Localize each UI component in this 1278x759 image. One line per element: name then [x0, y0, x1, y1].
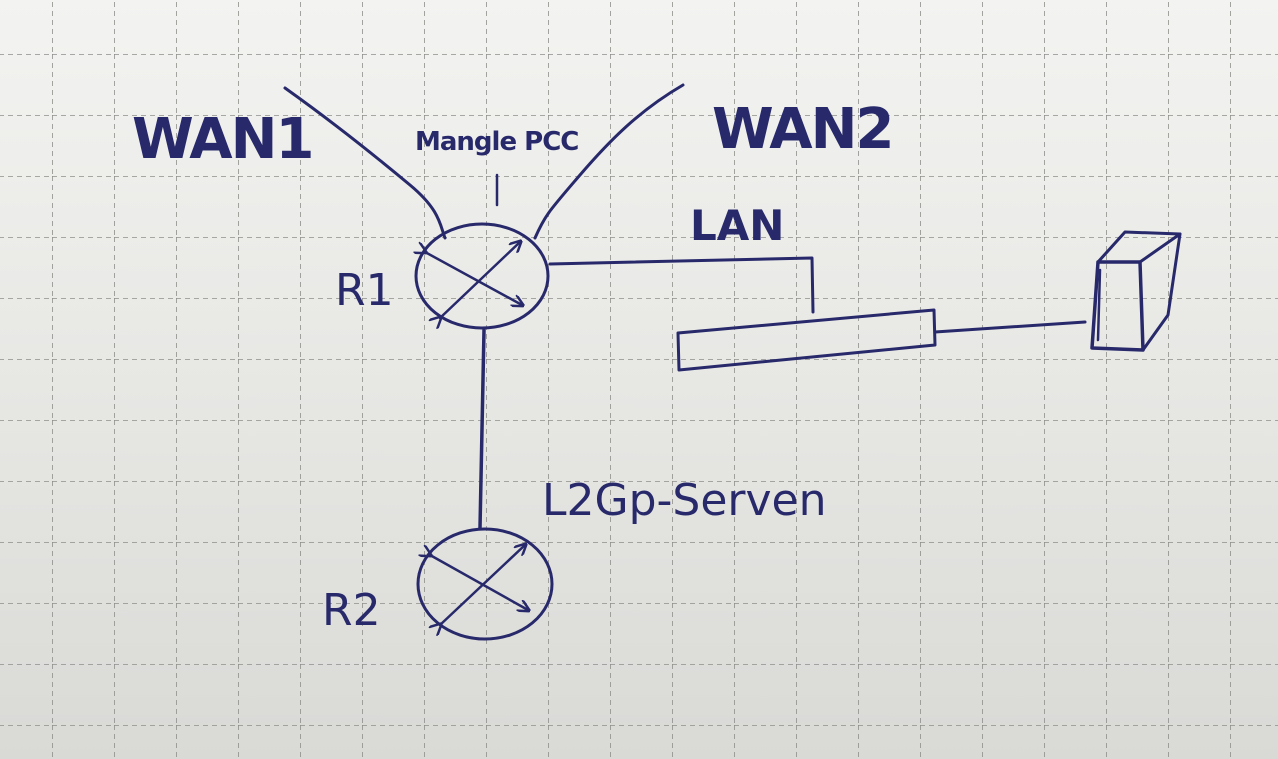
wan1-label: WAN1	[132, 107, 312, 172]
wan2-label: WAN2	[712, 97, 892, 162]
server-label: L2Gp-Serven	[542, 475, 827, 526]
pc-tower-icon	[1090, 230, 1182, 352]
wan1-link	[283, 86, 447, 240]
r2-label: R2	[322, 585, 381, 636]
r1-r2-link	[478, 328, 486, 530]
router-r1-icon	[416, 222, 550, 330]
lan-label: LAN	[690, 201, 784, 250]
router-r2-icon	[416, 527, 554, 641]
switch-pc-link	[933, 320, 1087, 334]
r1-label: R1	[335, 265, 394, 316]
lan-link	[548, 256, 815, 314]
wan2-link	[533, 83, 685, 240]
mangle-pcc-label: Mangle PCC	[415, 127, 578, 157]
switch-icon	[676, 308, 937, 372]
